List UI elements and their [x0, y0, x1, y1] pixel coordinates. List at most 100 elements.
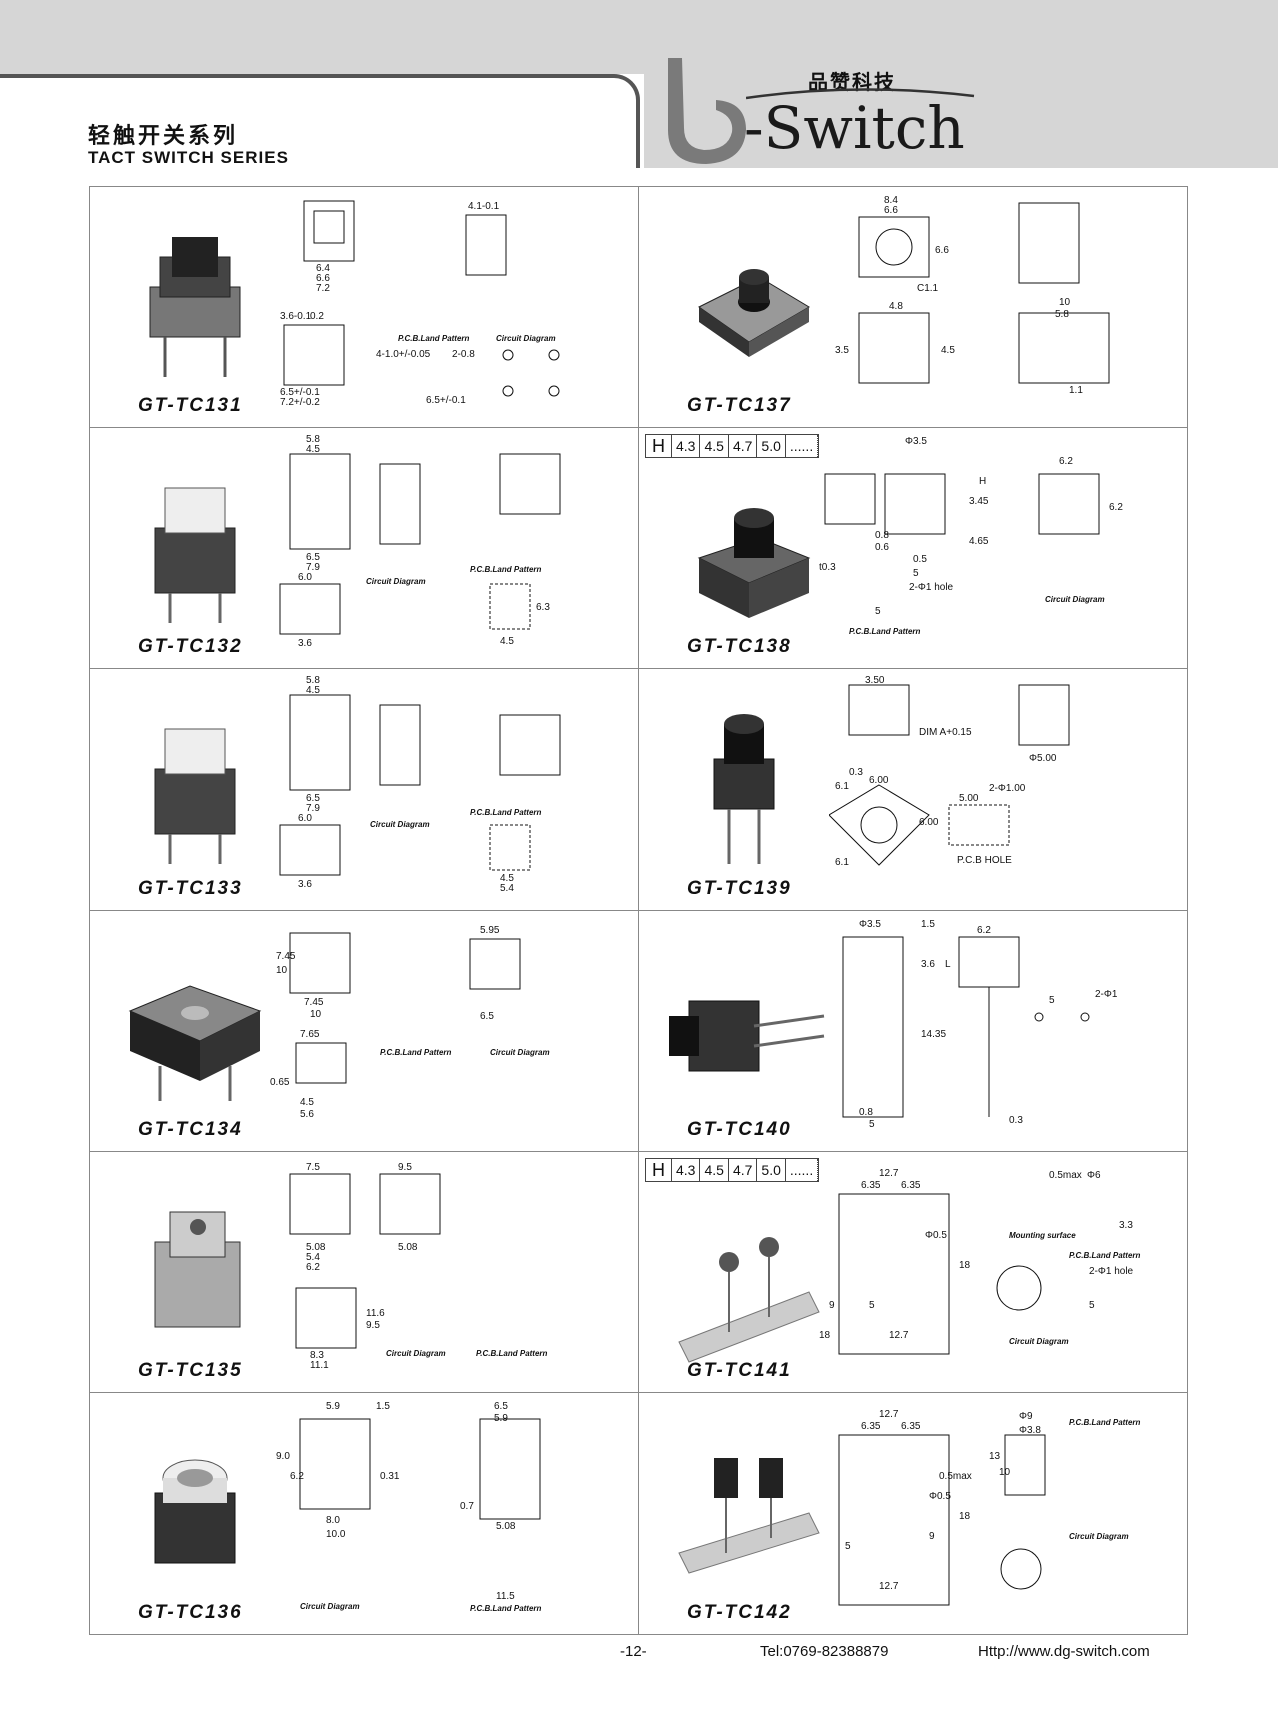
- dim-text: Φ0.5: [929, 1491, 951, 1502]
- dim-text: 5.9: [494, 1413, 508, 1424]
- product-cell-tc134: 7.45 10 7.45 10 5.95 6.5 7.65 4.5 5.6 0.…: [90, 910, 639, 1152]
- height-value: 4.7: [729, 1158, 758, 1181]
- switch-photo-tc139: [713, 714, 775, 865]
- product-cell-tc132: 5.8 4.5 6.5 7.9 6.0 3.6 Circuit Diagram …: [90, 428, 639, 670]
- dim-text: 6.2: [290, 1471, 304, 1482]
- pcb-label: P.C.B.Land Pattern: [849, 627, 921, 636]
- dim-text: 7.45: [276, 951, 296, 962]
- dim-text: 9.5: [366, 1320, 380, 1331]
- dim-text: 5.6: [300, 1109, 314, 1120]
- dim-text: 14.35: [921, 1029, 946, 1040]
- page-number: -12-: [620, 1643, 647, 1660]
- pcb-label: P.C.B.Land Pattern: [470, 1604, 542, 1613]
- height-options-table: H 4.3 4.5 4.7 5.0 ......: [645, 1157, 820, 1182]
- dim-text: 5: [845, 1541, 851, 1552]
- header-right-band: [644, 74, 1278, 168]
- dim-text: Φ3.5: [859, 919, 881, 930]
- dim-text: 5.08: [398, 1242, 418, 1253]
- dim-text: 7.9: [306, 803, 320, 814]
- dim-text: 4.5: [306, 685, 320, 696]
- switch-photo-tc140: [669, 1000, 825, 1071]
- circuit-label: Circuit Diagram: [366, 577, 426, 586]
- switch-photo-tc141: [678, 1236, 820, 1363]
- dim-text: 6.6: [316, 273, 330, 284]
- product-cell-tc136: 5.9 1.5 9.0 6.2 8.0 10.0 0.31 6.5 5.9 0.…: [90, 1392, 639, 1634]
- circuit-label: Circuit Diagram: [1009, 1337, 1069, 1346]
- dim-text: 5.4: [306, 1252, 320, 1263]
- height-value: 5.0: [757, 1158, 786, 1181]
- dim-text: 4.8: [889, 301, 903, 312]
- dim-text: 6.35: [861, 1421, 881, 1432]
- model-label: GT-TC134: [138, 1118, 243, 1140]
- dim-text: 1.5: [921, 919, 935, 930]
- dim-text: 5.8: [306, 434, 320, 445]
- height-value: 4.3: [672, 1158, 701, 1181]
- dim-text: 9: [929, 1531, 935, 1542]
- dim-text: 12.7: [879, 1168, 899, 1179]
- dim-text: 7.2+/-0.2: [280, 397, 320, 405]
- dim-text: 3.45: [969, 496, 989, 507]
- dim-text: 6.0: [298, 572, 312, 583]
- dim-text: 5.00: [959, 793, 979, 804]
- dim-text: 6.0: [298, 813, 312, 824]
- dim-text: 7.9: [306, 562, 320, 573]
- switch-photo-tc135: [154, 1211, 241, 1328]
- dim-text: 5.8: [306, 675, 320, 686]
- dim-text: 5.4: [500, 883, 514, 894]
- series-title-en: TACT SWITCH SERIES: [88, 148, 289, 167]
- dim-text: Φ3.5: [905, 436, 927, 447]
- dim-text: Φ0.5: [925, 1230, 947, 1241]
- dim-text: 8.4: [884, 195, 898, 206]
- dim-text: 6.3: [536, 602, 550, 613]
- dim-text: 1.1: [1069, 385, 1083, 396]
- dim-text: 10: [310, 1009, 322, 1020]
- circuit-label: Circuit Diagram: [300, 1602, 360, 1611]
- dim-text: 5.08: [306, 1242, 326, 1253]
- dim-text: H: [979, 476, 986, 487]
- circuit-label: Circuit Diagram: [1045, 595, 1105, 604]
- dim-text: 3.50: [865, 675, 885, 686]
- product-cell-tc140: Φ3.5 1.5 3.6 14.35 0.8 5 6.2 L 5 2-Φ1 0.…: [639, 911, 1187, 1152]
- dim-text: 6.2: [1059, 456, 1073, 467]
- dim-text: 3.6: [298, 879, 312, 890]
- dim-text: 7.65: [300, 1029, 320, 1040]
- switch-photo-tc142: [678, 1457, 820, 1574]
- dim-text: 6.35: [901, 1180, 921, 1191]
- dim-text: 0.31: [380, 1471, 400, 1482]
- dim-text: 0.7: [460, 1501, 474, 1512]
- dim-text: 0.5max: [1049, 1170, 1082, 1181]
- dim-text: 8.0: [326, 1515, 340, 1526]
- dim-text: 4.5: [500, 873, 514, 884]
- dim-text: 5: [875, 606, 881, 617]
- product-grid: 6.4 6.6 7.2 4.1-0.1 3.6-0.1 0.2 6.5+/-0.…: [89, 186, 1188, 1635]
- height-label: H: [646, 1158, 672, 1181]
- dim-text: 7.2: [316, 283, 330, 294]
- product-cell-tc138: H 4.3 4.5 4.7 5.0 ...... Φ3.5 3.45 4.65 …: [639, 428, 1187, 670]
- model-label: GT-TC139: [687, 877, 792, 899]
- dim-text: 0.8: [859, 1107, 873, 1118]
- drawing-tc140: Φ3.5 1.5 3.6 14.35 0.8 5 6.2 L 5 2-Φ1 0.…: [829, 917, 1179, 1127]
- footer-tel: Tel:0769-82388879: [760, 1643, 889, 1660]
- dim-text: 9.5: [398, 1162, 412, 1173]
- switch-photo-tc133: [154, 728, 236, 865]
- dim-text: 4.1-0.1: [468, 201, 500, 212]
- dim-text: t0.3: [819, 562, 836, 573]
- footer-url[interactable]: Http://www.dg-switch.com: [978, 1643, 1150, 1660]
- dim-text: 6.4: [316, 263, 330, 274]
- dim-text: 5: [1049, 995, 1055, 1006]
- dim-text: 0.2: [310, 311, 324, 322]
- pcb-label: P.C.B.Land Pattern: [1069, 1251, 1141, 1260]
- dim-text: 6.1: [835, 857, 849, 868]
- dim-text: 3.3: [1119, 1220, 1133, 1231]
- product-cell-tc135: 7.5 5.08 5.4 6.2 9.5 5.08 8.3 11.1 11.6 …: [90, 1151, 639, 1393]
- switch-photo-tc132: [154, 487, 236, 624]
- pcb-label: P.C.B.Land Pattern: [470, 565, 542, 574]
- switch-photo-tc134: [128, 984, 262, 1101]
- model-label: GT-TC140: [687, 1118, 792, 1140]
- model-label: GT-TC137: [687, 395, 792, 417]
- dim-text: 13: [989, 1451, 1001, 1462]
- product-cell-tc133: 5.8 4.5 6.5 7.9 6.0 3.6 Circuit Diagram …: [90, 669, 639, 911]
- dim-text: 10: [276, 965, 288, 976]
- dim-text: 0.5: [913, 554, 927, 565]
- dim-text: 11.6: [366, 1308, 385, 1319]
